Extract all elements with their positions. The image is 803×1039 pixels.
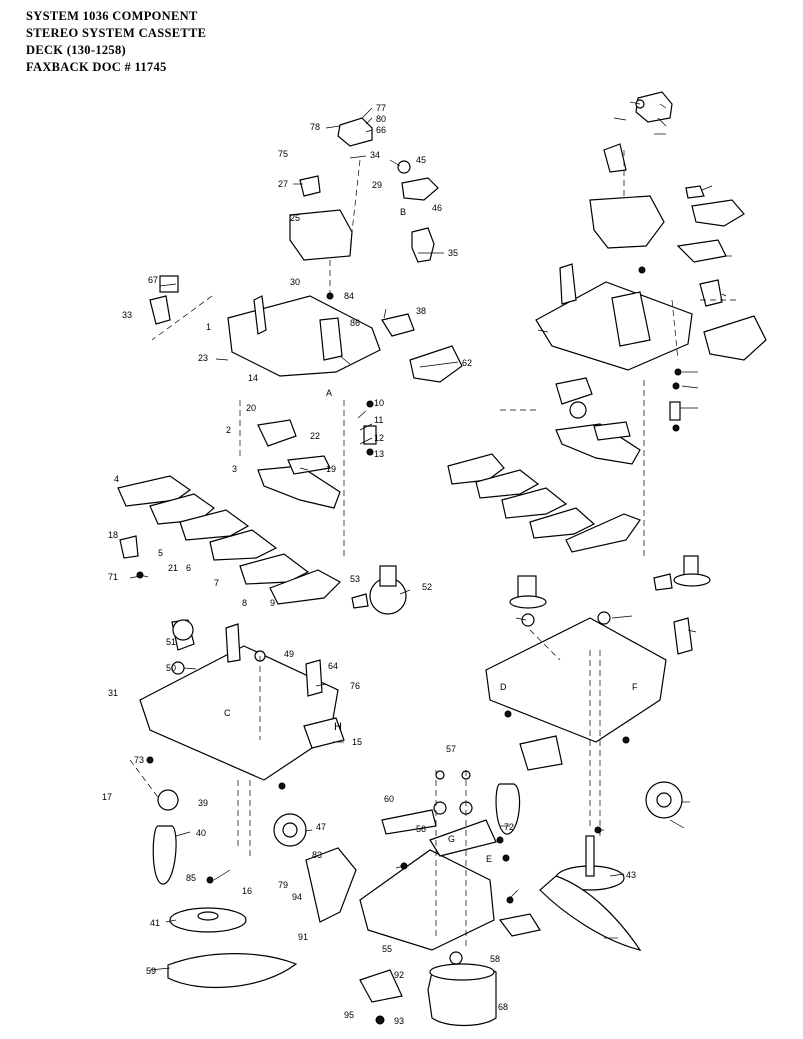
left-head-assembly	[149, 117, 463, 456]
callout-40: 40	[196, 828, 206, 838]
callout-80: 80	[376, 114, 386, 124]
callout-55: 55	[382, 944, 392, 954]
callout-29: 29	[372, 180, 382, 190]
callout-66: 66	[376, 125, 386, 135]
left-lever-stack	[117, 419, 341, 605]
callout-5: 5	[158, 548, 163, 558]
callout-1: 1	[206, 322, 211, 332]
callout-18: 18	[108, 530, 118, 540]
callout-17: 17	[102, 792, 112, 802]
callout-62: 62	[462, 358, 472, 368]
callout-76: 76	[350, 681, 360, 691]
callout-9: 9	[270, 598, 275, 608]
part-callouts: 77 80 66 78 75 34 27 45 29 46 B 25 35 30…	[102, 103, 638, 1026]
center-drive-assembly	[305, 770, 541, 1027]
callout-59: 59	[146, 966, 156, 976]
callout-58: 58	[490, 954, 500, 964]
callout-64: 64	[328, 661, 338, 671]
callout-23: 23	[198, 353, 208, 363]
callout-68: 68	[498, 1002, 508, 1012]
callout-D: D	[500, 682, 507, 692]
callout-B: B	[400, 207, 406, 217]
callout-12: 12	[374, 433, 384, 443]
callout-38: 38	[416, 306, 426, 316]
alignment-dashed-lines	[129, 150, 740, 950]
callout-27: 27	[278, 179, 288, 189]
callout-57: 57	[446, 744, 456, 754]
callout-22: 22	[310, 431, 320, 441]
callout-E: E	[486, 854, 492, 864]
callout-78: 78	[310, 122, 320, 132]
callout-83: 83	[312, 850, 322, 860]
callout-3: 3	[232, 464, 237, 474]
right-lever-stack	[447, 368, 682, 591]
callout-13: 13	[374, 449, 384, 459]
center-spindle-assemblies	[351, 555, 711, 627]
callout-46: 46	[432, 203, 442, 213]
callout-H: H	[334, 721, 342, 733]
callout-95: 95	[344, 1010, 354, 1020]
callout-14: 14	[248, 373, 258, 383]
callout-8: 8	[242, 598, 247, 608]
right-chassis-assembly	[485, 611, 693, 951]
callout-91: 91	[298, 932, 308, 942]
callout-86: 86	[350, 318, 360, 328]
callout-41: 41	[150, 918, 160, 928]
callout-72: 72	[504, 822, 514, 832]
callout-94: 94	[292, 892, 302, 902]
callout-16: 16	[242, 886, 252, 896]
callout-53: 53	[350, 574, 360, 584]
right-head-assembly	[535, 91, 767, 371]
leader-lines	[129, 101, 732, 971]
callout-15: 15	[352, 737, 362, 747]
callout-93: 93	[394, 1016, 404, 1026]
callout-79: 79	[278, 880, 288, 890]
callout-60: 60	[384, 794, 394, 804]
callout-7: 7	[214, 578, 219, 588]
callout-92: 92	[394, 970, 404, 980]
callout-4: 4	[114, 474, 119, 484]
callout-31: 31	[108, 688, 118, 698]
header-line-product: STEREO SYSTEM CASSETTE	[26, 26, 207, 40]
callout-43: 43	[626, 870, 636, 880]
callout-25: 25	[290, 213, 300, 223]
callout-G: G	[448, 834, 455, 844]
left-chassis-assembly	[139, 619, 345, 989]
header-line-model: DECK (130-1258)	[26, 43, 126, 57]
callout-39: 39	[198, 798, 208, 808]
callout-6: 6	[186, 563, 191, 573]
callout-50: 50	[166, 663, 176, 673]
callout-35: 35	[448, 248, 458, 258]
callout-67: 67	[148, 275, 158, 285]
callout-75: 75	[278, 149, 288, 159]
callout-21: 21	[168, 563, 178, 573]
callout-20: 20	[246, 403, 256, 413]
callout-19: 19	[326, 464, 336, 474]
callout-45: 45	[416, 155, 426, 165]
callout-73: 73	[134, 755, 144, 765]
callout-33: 33	[122, 310, 132, 320]
header-line-doc-number: FAXBACK DOC # 11745	[26, 60, 167, 74]
callout-C: C	[224, 708, 231, 718]
callout-51: 51	[166, 637, 176, 647]
header-line-system: SYSTEM 1036 COMPONENT	[26, 9, 198, 23]
callout-49: 49	[284, 649, 294, 659]
callout-56: 56	[416, 824, 426, 834]
callout-52: 52	[422, 582, 432, 592]
callout-2: 2	[226, 425, 231, 435]
callout-71: 71	[108, 572, 118, 582]
callout-10: 10	[374, 398, 384, 408]
callout-F: F	[632, 682, 638, 692]
callout-30: 30	[290, 277, 300, 287]
callout-11: 11	[374, 415, 383, 425]
callout-84: 84	[344, 291, 354, 301]
callout-77: 77	[376, 103, 386, 113]
callout-34: 34	[370, 150, 380, 160]
document-header: SYSTEM 1036 COMPONENT STEREO SYSTEM CASS…	[26, 8, 206, 76]
callout-47: 47	[316, 822, 326, 832]
callout-A: A	[326, 388, 332, 398]
callout-85: 85	[186, 873, 196, 883]
